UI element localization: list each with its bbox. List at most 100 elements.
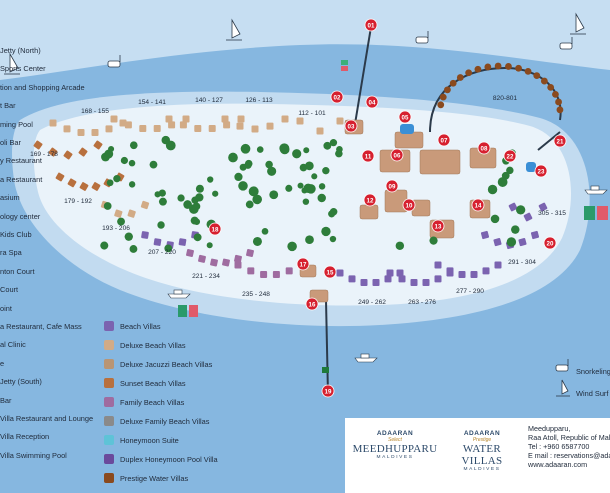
marker-11[interactable] [361,149,375,163]
tree [299,163,308,172]
marker-label: 07 [441,137,448,144]
villa-unit [153,125,161,133]
marker-02[interactable] [330,90,344,104]
tree [149,160,158,169]
facility-list-item: Villa Swimming Pool [0,450,67,460]
snorkel-icon [415,31,429,44]
marker-label: 02 [334,94,341,101]
legend-item: Deluxe Beach Villas [104,339,186,351]
marker-14[interactable] [471,198,485,212]
villa-unit [105,125,113,133]
villa-range-label: 235 - 248 [242,291,270,298]
marker-17[interactable] [296,257,310,271]
legend-label: Deluxe Jacuzzi Beach Villas [120,359,213,369]
tree [490,214,500,224]
flag-icon [322,367,329,373]
marker-04[interactable] [365,95,379,109]
legend-item: Sunset Beach Villas [104,377,186,389]
legend-swatch [104,340,114,350]
villa-range-label: 263 - 276 [408,299,436,306]
windsurf-icon [4,52,20,75]
villa-unit [91,129,99,137]
legend-swatch [104,359,114,369]
tree [158,189,166,197]
marker-12[interactable] [363,193,377,207]
boat-icon [167,289,191,299]
marker-18[interactable] [208,222,222,236]
tree [128,181,136,188]
marker-03[interactable] [344,119,358,133]
marker-01[interactable] [364,18,378,32]
villa-unit [237,115,245,123]
villa-range-label: 820-801 [493,95,518,102]
marker-05[interactable] [398,110,412,124]
flag-icon [341,60,348,65]
facility-list-item: tion and Shopping Arcade [0,82,85,92]
marker-label: 08 [481,145,488,152]
villa-unit [348,275,356,283]
marker-08[interactable] [477,141,491,155]
villa-range-label: 179 - 192 [64,198,92,205]
marker-label: 15 [327,269,334,276]
tree [516,205,526,215]
villa-unit [77,129,85,137]
marker-06[interactable] [390,148,404,162]
tree [321,226,331,237]
facility-list-item: ra Spa [0,248,22,258]
villa-unit [518,238,527,247]
marker-19[interactable] [321,384,335,398]
windsurf-icon [226,18,242,41]
villa-unit [55,172,65,182]
tree [103,202,112,210]
marker-22[interactable] [503,149,517,163]
marker-label: 11 [365,153,372,160]
water-villa [449,79,457,87]
tree [161,135,171,145]
water-villa [439,93,447,101]
tree [267,166,277,176]
tree [193,233,202,242]
tree [239,163,247,171]
water-villa [533,72,541,80]
tree [212,190,219,197]
tree [395,241,405,251]
villa-unit [93,140,103,150]
villa-unit [246,249,254,257]
marker-20[interactable] [543,236,557,250]
marker-15[interactable] [323,265,337,279]
marker-label: 10 [406,202,413,209]
tree [305,235,314,245]
villa-unit [182,115,190,123]
villa-unit [386,269,394,277]
legend-swatch [104,321,114,331]
tree [252,236,262,246]
marker-13[interactable] [431,219,445,233]
villa-unit [210,258,218,267]
tree [487,184,498,195]
windsurf-icon [556,379,570,397]
villa-unit [372,279,380,287]
tree [190,216,199,225]
marker-09[interactable] [385,179,399,193]
marker-label: 05 [402,114,409,121]
water-villa [547,83,555,91]
villa-range-label: 154 - 141 [138,99,166,106]
marker-07[interactable] [437,133,451,147]
marker-23[interactable] [534,164,548,178]
villa-unit [178,238,187,246]
villa-range-label: 207 - 220 [148,249,176,256]
facility-list-item: ming Pool [0,119,33,129]
water-villa [515,64,522,72]
marker-label: 22 [507,153,514,160]
tree [207,176,214,183]
facility-list-item: Villa Reception [0,432,50,442]
tree [311,173,318,180]
water-villa [456,74,464,81]
marker-10[interactable] [402,198,416,212]
facility-list-item: a Restaurant, Cafe Mass [0,322,82,331]
legend-label: Prestige Water Villas [120,473,189,483]
marker-16[interactable] [305,297,319,311]
tree [279,144,290,155]
marker-21[interactable] [553,134,567,148]
villa-unit [223,121,231,129]
